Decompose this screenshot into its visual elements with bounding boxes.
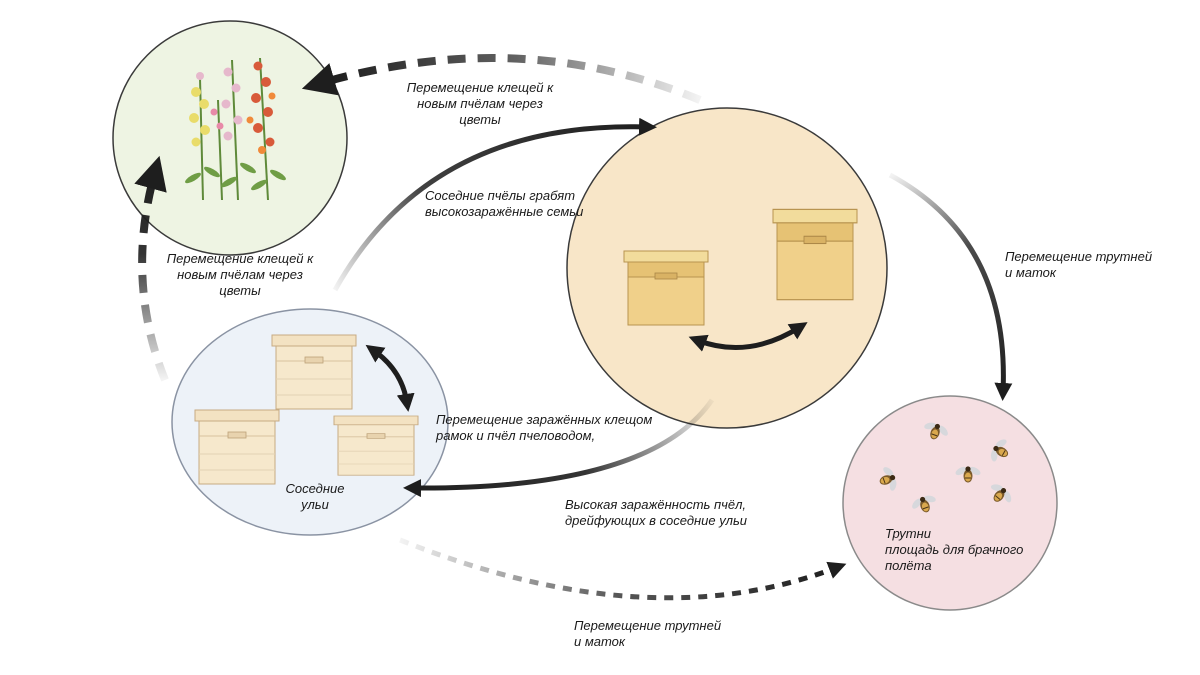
arrow-apiary-exchange — [688, 322, 808, 352]
drone-area-circle — [842, 395, 1058, 611]
label-mites-flowers-top: Перемещение клещей к новым пчёлам через … — [406, 80, 554, 127]
neighbor-hive-left — [194, 409, 280, 485]
arrow-robbing — [332, 117, 657, 292]
label-mites-flowers-left: Перемещение клещей к новым пчёлам через … — [166, 251, 314, 298]
label-neighbor-hives: Соседние ульи — [285, 481, 345, 512]
arrow-frames-exchange — [365, 344, 415, 412]
apiary-hive-tall — [772, 208, 858, 301]
label-drones-queens-bottom: Перемещение трутней и маток — [574, 618, 722, 649]
label-robbing: Соседние пчёлы грабят высокозаражённые с… — [425, 188, 584, 219]
arrow-drones-queens-bottom — [399, 537, 847, 601]
arrow-mites-flowers-left — [134, 155, 169, 382]
label-drone-area: Трутни площадь для брачного полёта — [885, 526, 1024, 573]
arrow-drones-queens-right — [888, 172, 1013, 401]
apiary-hive-small — [623, 250, 709, 326]
neighbor-hive-right — [333, 415, 419, 476]
label-drones-queens-right: Перемещение трутней и маток — [1005, 249, 1153, 280]
neighbor-hive-top — [271, 334, 357, 410]
label-drifting: Высокая заражённость пчёл, дрейфующих в … — [565, 497, 748, 528]
label-frames-by-beekeeper: Перемещение заражённых клещом рамок и пч… — [436, 412, 653, 443]
arrow-drifting — [403, 398, 715, 498]
arrow-mites-flowers-top — [301, 54, 702, 104]
flowers-illustration — [185, 57, 286, 201]
